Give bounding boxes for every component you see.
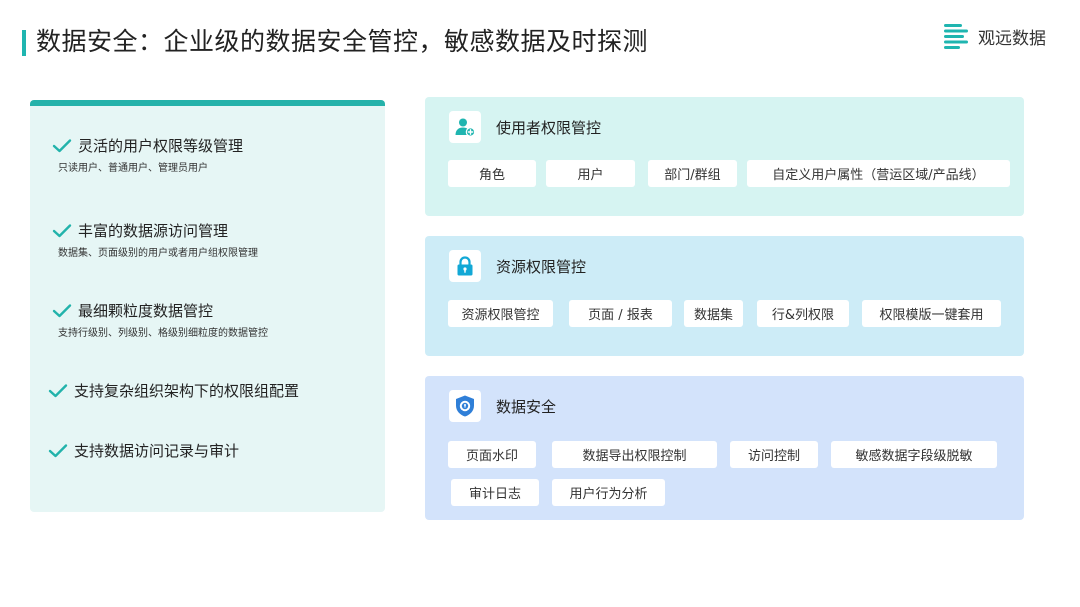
resource-permission-card: 资源权限管控 资源权限管控 页面 / 报表 数据集 行&列权限 权限模版一键套用: [425, 236, 1024, 356]
chip-department-group: 部门/群组: [648, 160, 737, 187]
panel-top-accent: [30, 100, 385, 106]
data-security-card: 数据安全 页面水印 数据导出权限控制 访问控制 敏感数据字段级脱敏 审计日志 用…: [425, 376, 1024, 520]
chip-user: 用户: [546, 160, 635, 187]
check-icon: [52, 304, 72, 318]
brand-logo: 观远数据: [942, 22, 1046, 50]
user-add-icon: [449, 111, 481, 143]
chip-dataset: 数据集: [684, 300, 743, 327]
chip-resource-permission: 资源权限管控: [448, 300, 553, 327]
card-title: 数据安全: [496, 398, 557, 416]
card-title: 使用者权限管控: [496, 119, 602, 137]
feature-panel: 灵活的用户权限等级管理 只读用户、普通用户、管理员用户 丰富的数据源访问管理 数…: [30, 100, 385, 512]
brand-name: 观远数据: [978, 28, 1046, 49]
chip-role: 角色: [448, 160, 536, 187]
chip-custom-user-attribute: 自定义用户属性（营运区域/产品线）: [747, 160, 1010, 187]
feature-title: 丰富的数据源访问管理: [78, 222, 229, 240]
chip-audit-log: 审计日志: [451, 479, 539, 506]
lock-icon: [449, 250, 481, 282]
feature-desc: 数据集、页面级别的用户或者用户组权限管理: [58, 248, 258, 259]
feature-desc: 只读用户、普通用户、管理员用户: [58, 163, 208, 174]
feature-desc: 支持行级别、列级别、格级别细粒度的数据管控: [58, 328, 268, 339]
chip-data-export-permission: 数据导出权限控制: [552, 441, 717, 468]
chip-user-behavior-analysis: 用户行为分析: [552, 479, 665, 506]
chip-access-control: 访问控制: [730, 441, 818, 468]
user-permission-card: 使用者权限管控 角色 用户 部门/群组 自定义用户属性（营运区域/产品线）: [425, 97, 1024, 216]
check-icon: [52, 224, 72, 238]
chip-page-report: 页面 / 报表: [569, 300, 672, 327]
brand-logo-icon: [944, 24, 968, 49]
check-icon: [48, 444, 68, 458]
title-accent-bar: [22, 30, 26, 56]
check-icon: [52, 139, 72, 153]
shield-icon: [449, 390, 481, 422]
feature-title: 最细颗粒度数据管控: [78, 302, 214, 320]
chip-page-watermark: 页面水印: [448, 441, 536, 468]
chip-sensitive-field-masking: 敏感数据字段级脱敏: [831, 441, 997, 468]
feature-title: 灵活的用户权限等级管理: [78, 137, 244, 155]
feature-title: 支持数据访问记录与审计: [74, 442, 240, 460]
chip-row-column-permission: 行&列权限: [757, 300, 849, 327]
page-title: 数据安全：企业级的数据安全管控，敏感数据及时探测: [36, 27, 649, 56]
chip-permission-template: 权限模版一键套用: [862, 300, 1001, 327]
card-title: 资源权限管控: [496, 258, 587, 276]
feature-title: 支持复杂组织架构下的权限组配置: [74, 382, 300, 400]
check-icon: [48, 384, 68, 398]
